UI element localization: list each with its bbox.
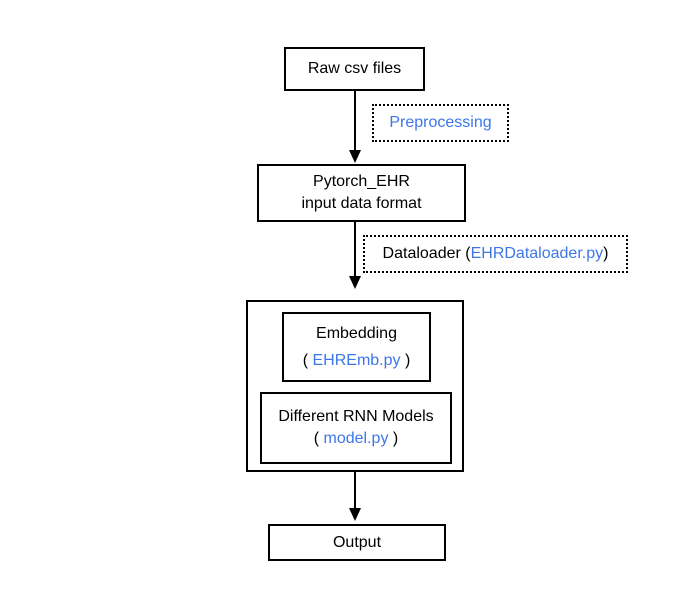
- pytorch-ehr-line2: input data format: [301, 195, 422, 212]
- output-label: Output: [332, 533, 382, 551]
- dataloader-label-suffix: ): [603, 245, 609, 262]
- rnn-models-file: model.py: [323, 430, 389, 447]
- arrow-models-to-output-line: [354, 472, 356, 509]
- preprocessing-label: Preprocessing: [372, 104, 509, 142]
- rnn-models-title: Different RNN Models: [278, 408, 434, 425]
- rnn-models-node: Different RNN Models ( model.py ): [260, 392, 452, 464]
- arrow-raw-to-pytorch-line: [354, 91, 356, 151]
- embedding-title: Embedding: [316, 324, 397, 342]
- embedding-file: EHREmb.py: [312, 351, 401, 369]
- embedding-file-line: ( EHREmb.py ): [303, 351, 411, 371]
- embedding-paren-close: ): [400, 351, 411, 369]
- embedding-paren-open: (: [302, 351, 313, 369]
- rnn-paren-open: (: [313, 430, 324, 447]
- embedding-node: Embedding ( EHREmb.py ): [282, 312, 431, 382]
- pytorch-ehr-node: Pytorch_EHR input data format: [257, 164, 466, 222]
- dataloader-label-prefix: Dataloader (: [382, 245, 471, 262]
- arrow-down-icon: [349, 276, 361, 289]
- pytorch-ehr-line1: Pytorch_EHR: [313, 173, 410, 190]
- arrow-down-icon: [349, 150, 361, 163]
- raw-csv-node: Raw csv files: [284, 47, 425, 91]
- raw-csv-label: Raw csv files: [307, 60, 402, 77]
- dataloader-label: Dataloader ( EHRDataloader.py ): [363, 235, 628, 273]
- output-node: Output: [268, 524, 446, 561]
- preprocessing-label-text: Preprocessing: [389, 114, 492, 131]
- arrow-pytorch-to-models-line: [354, 222, 356, 277]
- rnn-paren-close: ): [388, 430, 399, 447]
- rnn-models-file-line: ( model.py ): [314, 428, 398, 450]
- dataloader-label-file: EHRDataloader.py: [470, 245, 604, 262]
- arrow-down-icon: [349, 508, 361, 521]
